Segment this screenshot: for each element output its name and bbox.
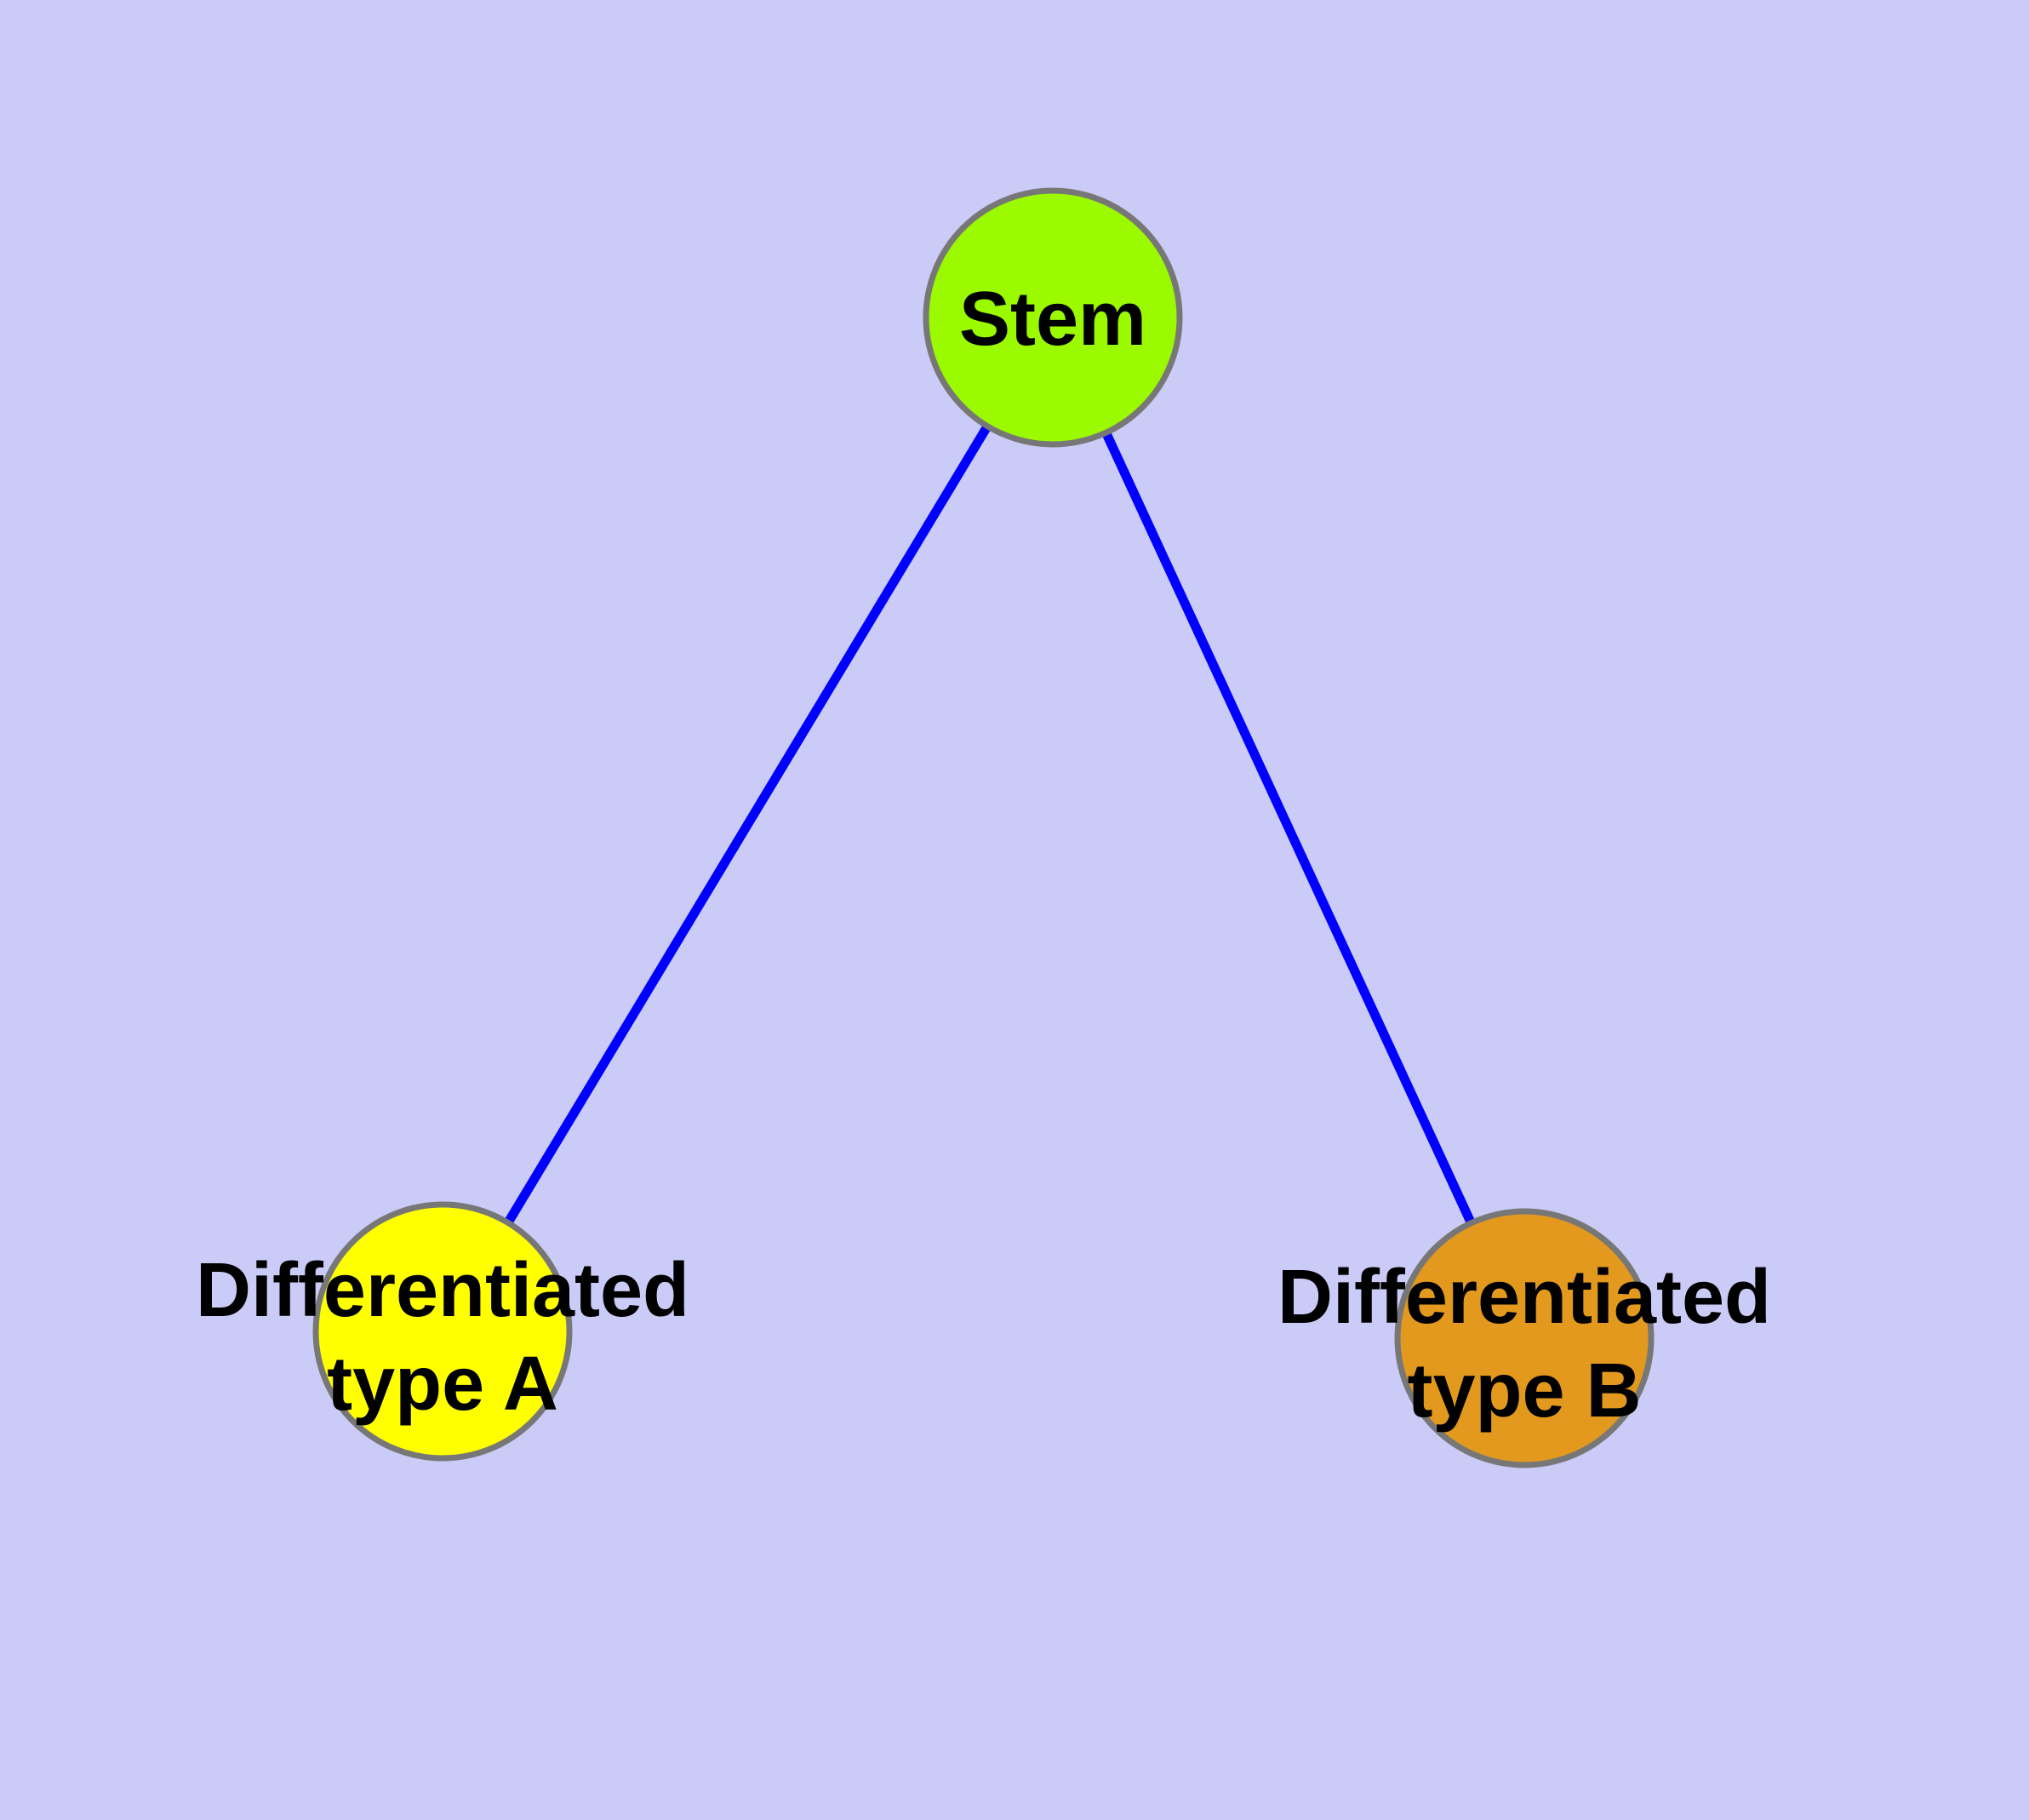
node-type-a-label-line2: type A [327,1342,558,1427]
node-differentiated-type-b[interactable]: Differentiated type B [1277,1208,1771,1468]
node-type-b-circle[interactable] [1394,1208,1655,1468]
edge-stem-to-type-b [1049,315,1529,1341]
edge-stem-to-type-a [438,315,1057,1334]
node-type-b-label-line1: Differentiated [1277,1255,1771,1340]
node-type-a-circle[interactable] [312,1201,573,1462]
node-type-a-label-line1: Differentiated [196,1248,689,1333]
node-differentiated-type-a[interactable]: Differentiated type A [196,1201,689,1462]
node-type-b-label-line2: type B [1407,1348,1641,1434]
node-stem[interactable]: Stem [923,187,1183,448]
node-stem-circle[interactable] [923,187,1183,448]
node-stem-label: Stem [959,277,1146,362]
